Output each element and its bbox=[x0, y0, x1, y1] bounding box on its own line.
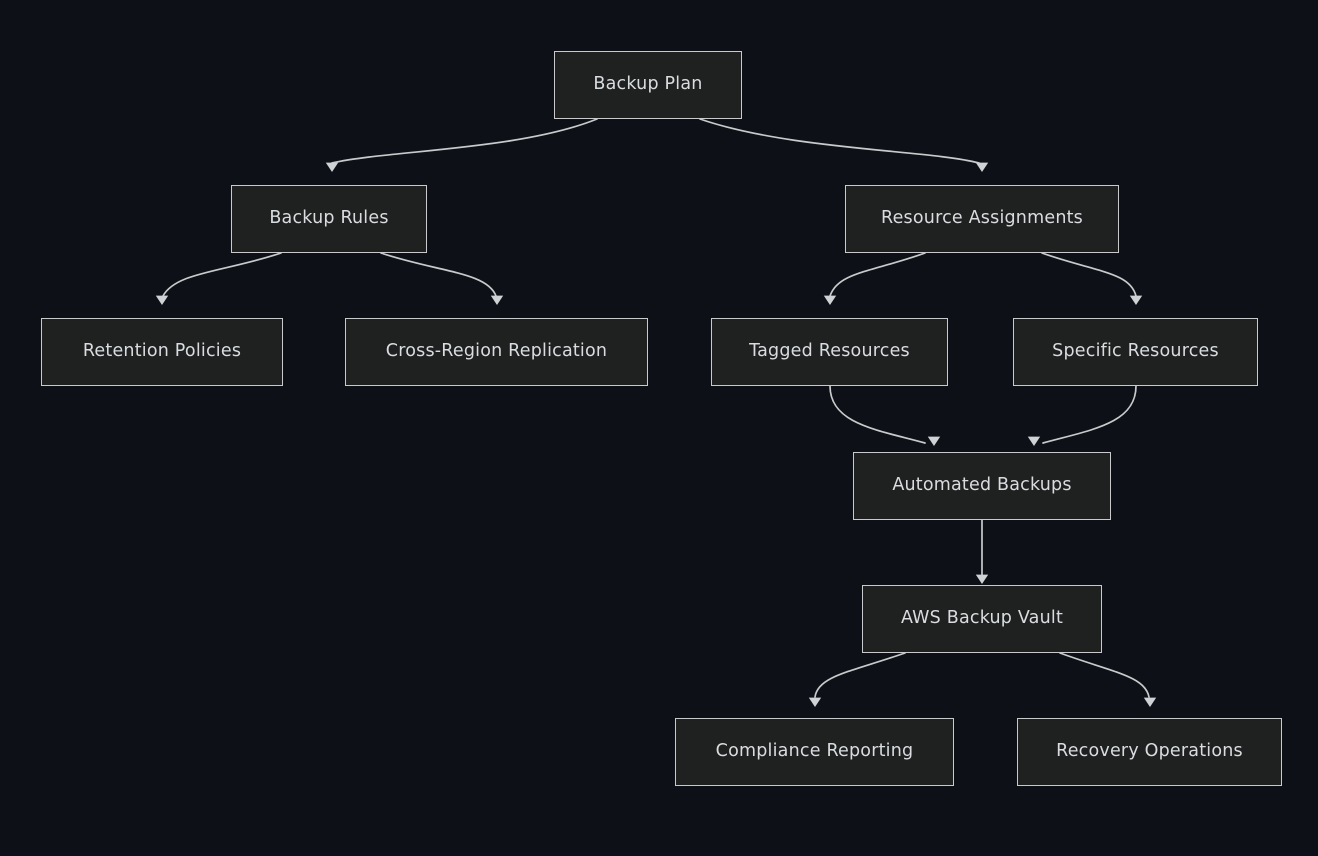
arrowhead-cross-region bbox=[490, 295, 504, 305]
node-label-backup-plan: Backup Plan bbox=[593, 74, 703, 95]
node-resource-assignments[interactable]: Resource Assignments bbox=[845, 185, 1119, 253]
edge-resource-assignments-to-specific-resources bbox=[1041, 252, 1137, 297]
arrowhead-recovery-operations bbox=[1143, 697, 1157, 707]
node-label-specific-resources: Specific Resources bbox=[1052, 341, 1219, 362]
node-backup-rules[interactable]: Backup Rules bbox=[231, 185, 427, 253]
node-label-tagged-resources: Tagged Resources bbox=[749, 341, 910, 362]
arrowhead-retention-policies bbox=[155, 295, 169, 305]
node-label-backup-rules: Backup Rules bbox=[269, 208, 389, 229]
arrowhead-automated-backups bbox=[1027, 436, 1041, 446]
edge-backup-plan-to-resource-assignments bbox=[699, 118, 980, 164]
node-recovery-operations[interactable]: Recovery Operations bbox=[1017, 718, 1282, 786]
node-label-automated-backups: Automated Backups bbox=[892, 475, 1072, 496]
node-cross-region[interactable]: Cross-Region Replication bbox=[345, 318, 648, 386]
arrowhead-compliance-reporting bbox=[808, 697, 822, 707]
edge-specific-resources-to-automated-backups bbox=[1042, 385, 1137, 444]
arrowhead-resource-assignments bbox=[975, 162, 989, 172]
node-automated-backups[interactable]: Automated Backups bbox=[853, 452, 1111, 520]
node-label-compliance-reporting: Compliance Reporting bbox=[715, 741, 914, 762]
node-aws-backup-vault[interactable]: AWS Backup Vault bbox=[862, 585, 1102, 653]
node-label-resource-assignments: Resource Assignments bbox=[881, 208, 1083, 229]
edge-resource-assignments-to-tagged-resources bbox=[829, 252, 926, 297]
node-retention-policies[interactable]: Retention Policies bbox=[41, 318, 283, 386]
edge-backup-rules-to-cross-region bbox=[380, 252, 497, 297]
node-label-aws-backup-vault: AWS Backup Vault bbox=[900, 608, 1064, 629]
node-backup-plan[interactable]: Backup Plan bbox=[554, 51, 742, 119]
arrowhead-backup-rules bbox=[325, 162, 339, 172]
node-label-recovery-operations: Recovery Operations bbox=[1056, 741, 1243, 762]
edge-tagged-resources-to-automated-backups bbox=[829, 385, 926, 444]
node-label-retention-policies: Retention Policies bbox=[82, 341, 242, 362]
arrowhead-specific-resources bbox=[1129, 295, 1143, 305]
edge-backup-plan-to-backup-rules bbox=[331, 118, 598, 164]
node-specific-resources[interactable]: Specific Resources bbox=[1013, 318, 1258, 386]
edge-backup-rules-to-retention-policies bbox=[162, 252, 282, 297]
edge-aws-backup-vault-to-compliance-reporting bbox=[814, 652, 906, 698]
node-compliance-reporting[interactable]: Compliance Reporting bbox=[675, 718, 954, 786]
node-label-cross-region: Cross-Region Replication bbox=[385, 341, 608, 362]
arrowhead-aws-backup-vault bbox=[975, 574, 989, 584]
edge-aws-backup-vault-to-recovery-operations bbox=[1059, 652, 1150, 698]
arrowhead-tagged-resources bbox=[823, 295, 837, 305]
node-tagged-resources[interactable]: Tagged Resources bbox=[711, 318, 948, 386]
arrowhead-automated-backups bbox=[927, 436, 941, 446]
